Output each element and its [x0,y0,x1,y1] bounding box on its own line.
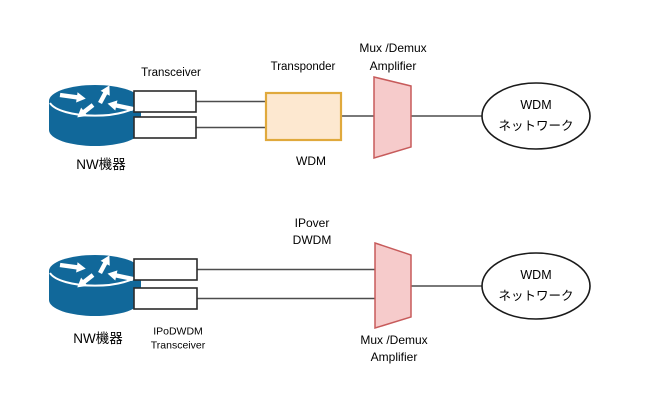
transceiver-port [133,116,197,139]
wdm-network-label-line1: WDM [520,268,552,282]
router-arrow-in-left [59,92,86,103]
mux-demux-shape [373,76,412,160]
mux-demux-label-line2: Amplifier [370,350,418,364]
router-arrow-out-up [98,85,110,105]
wdm-network-label-line2: ネットワーク [498,119,574,133]
mux-demux-label-line1: Mux /Demux [359,41,427,55]
ipover-dwdm-label-line2: DWDM [292,233,332,247]
router-arrow-out-up [98,255,110,275]
router-arrow-in-right [107,270,134,282]
wdm-network-node [481,82,591,150]
transponder-box [264,91,343,142]
nw-device-label: NW機器 [76,157,126,172]
transceiver-port [133,90,197,113]
ipodwdm-transceiver-label: IPoDWDM Transceiver [151,326,205,353]
wdm-network-node [481,252,591,320]
mux-demux-label: Mux /Demux Amplifier [360,332,427,366]
wdm-network-label: WDM ネットワーク [498,95,573,137]
transponder-label: Transponder [270,61,336,73]
wdm-network-label-line2: ネットワーク [498,289,574,303]
ipodwdm-transceiver-port [133,287,198,310]
mux-demux-label-line1: Mux /Demux [360,333,428,347]
router-arrow-out-down [77,103,95,118]
ipodwdm-transceiver-label-line2: Transceiver [150,339,206,351]
mux-demux-label-line2: Amplifier [369,59,417,73]
transceiver-label: Transceiver [141,67,201,79]
wdm-network-label-line1: WDM [520,98,552,112]
router-icon [49,255,141,316]
ipover-dwdm-label-line1: IPover [294,216,330,230]
ipodwdm-transceiver-port [133,258,198,281]
mux-demux-shape [374,241,412,330]
wdm-network-label: WDM ネットワーク [498,265,573,307]
router-arrow-in-left [59,262,86,273]
ipover-dwdm-label: IPover DWDM [293,215,332,249]
ipodwdm-transceiver-label-line1: IPoDWDM [153,325,203,338]
wdm-sublabel: WDM [296,154,326,168]
router-arrow-in-right [107,100,134,112]
router-icon [49,85,141,146]
router-arrow-out-down [77,273,95,288]
mux-demux-label: Mux /Demux Amplifier [359,39,426,75]
nw-device-label: NW機器 [73,331,123,346]
